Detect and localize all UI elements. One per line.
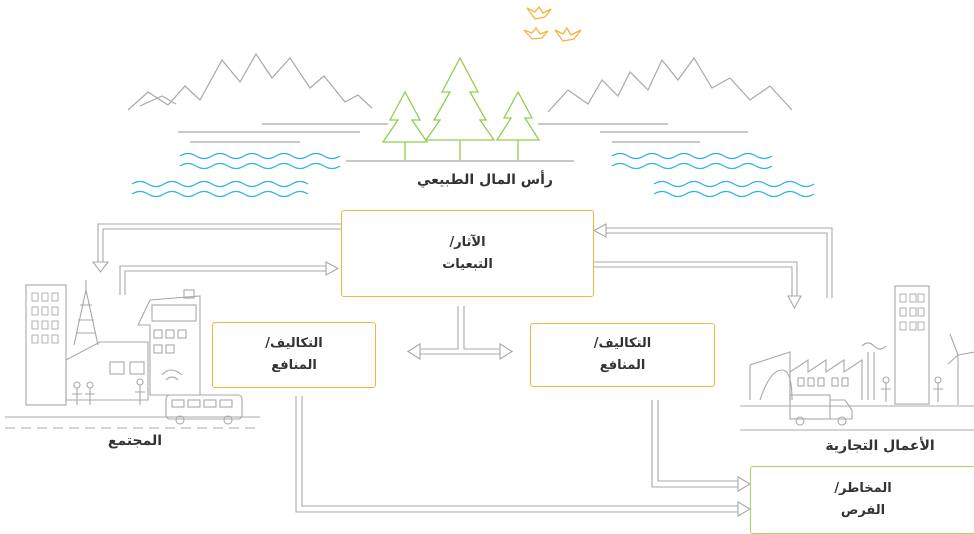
arrow-costs-right-to-risks — [651, 400, 738, 488]
arrow-impacts-to-society — [97, 223, 341, 262]
impacts-box-line2: التبعيات — [442, 256, 493, 272]
natural-capital-label: رأس المال الطبيعي — [417, 172, 553, 188]
flow-arrows — [91, 223, 833, 517]
costs-left-line1: التكاليف/ — [265, 336, 323, 351]
business-label: الأعمال التجارية — [825, 438, 935, 454]
risks-box-line2: الفرص — [840, 503, 886, 518]
mountains-right-icon — [538, 56, 793, 143]
birds-icon — [523, 5, 582, 42]
impacts-box-line1: الآثار/ — [449, 234, 486, 250]
arrow-costs-left-to-risks — [295, 396, 738, 513]
society-label: المجتمع — [107, 433, 163, 449]
costs-benefits-left-box: التكاليف/ المنافع — [212, 322, 376, 388]
arrow-impacts-to-business — [594, 261, 798, 296]
arrow-business-to-impacts — [606, 227, 833, 298]
costs-benefits-right-box: التكاليف/ المنافع — [530, 323, 715, 387]
mountains-left-icon — [127, 52, 388, 143]
water-left-icon — [131, 152, 341, 198]
costs-right-line2: المنافع — [599, 358, 646, 373]
risks-box-line1: المخاطر/ — [834, 481, 892, 496]
water-right-icon — [611, 152, 815, 198]
society-city-icon — [5, 280, 260, 429]
risks-opportunities-box: المخاطر/ الفرص — [750, 466, 974, 534]
arrow-impacts-split — [420, 306, 500, 355]
impacts-dependencies-box: الآثار/ التبعيات — [341, 210, 594, 297]
costs-left-line2: المنافع — [271, 358, 317, 373]
trees-icon — [381, 56, 541, 160]
arrow-society-to-impacts — [119, 265, 326, 295]
costs-right-line1: التكاليف/ — [593, 336, 652, 351]
business-factory-icon — [740, 285, 974, 431]
